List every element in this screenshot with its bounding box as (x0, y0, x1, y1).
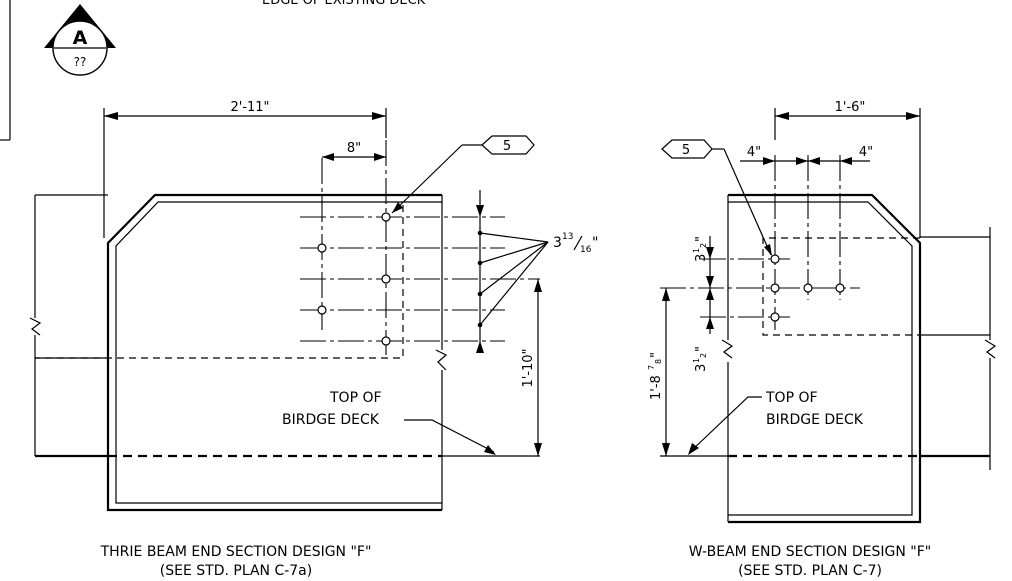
wbeam-bolt-hole (770, 312, 780, 322)
arrowhead (662, 288, 670, 301)
thrie-leader (479, 241, 549, 264)
arrowhead (906, 112, 920, 120)
wbeam-lower-inch-mark: " (694, 346, 709, 352)
thrie-leader (479, 241, 549, 326)
wbeam-callout-leader (723, 148, 772, 256)
wbeam-lower-spacing-den: 2 (699, 353, 708, 358)
wbeam-upper-spacing-num: 1 (692, 248, 701, 253)
wbeam-bolt-hole (803, 283, 813, 293)
thrie-callout-tag[interactable] (481, 135, 535, 155)
thrie-dim-vertical-label: 1'-10" (521, 348, 536, 387)
wbeam-dim-spacing-right-label: 4" (859, 145, 873, 160)
thrie-beam-break-right (435, 349, 448, 371)
wbeam-inner-outline (728, 201, 913, 516)
wbeam-upper-inch-mark: " (694, 236, 709, 242)
wbeam-deck-leader (689, 396, 762, 453)
section-letter: A (73, 27, 88, 49)
arrowhead (322, 153, 334, 161)
arrowhead (796, 157, 808, 165)
arrowhead (662, 443, 670, 456)
thrie-callout-leader (391, 144, 463, 214)
arrowhead (706, 317, 714, 329)
wbeam-lower-spacing-label: 3 1 2 " (692, 346, 709, 372)
wbeam-lower-spacing-num: 1 (692, 358, 701, 363)
thrie-callout-number: 5 (503, 139, 511, 154)
thrie-deck-label-line2: BIRDGE DECK (282, 412, 380, 428)
w-beam-detail: 1'-6" 4" 4" 5 3 1 2 " 3 1 2 " (647, 100, 997, 579)
wbeam-caption-ref: (SEE STD. PLAN C-7) (738, 563, 882, 579)
thrie-inch-mark: " (592, 235, 598, 251)
wbeam-break-right (984, 339, 997, 359)
thrie-caption-ref: (SEE STD. PLAN C-7a) (160, 563, 312, 579)
wbeam-deck-label-line1: TOP OF (765, 390, 818, 406)
arrowhead (706, 276, 714, 288)
thrie-hole-spacing-den: 16 (580, 245, 592, 255)
wbeam-vertical-inch-mark: " (649, 352, 664, 358)
section-ref: ?? (74, 55, 87, 69)
wbeam-caption-title: W-BEAM END SECTION DESIGN "F" (689, 544, 931, 560)
wbeam-dim-width-label: 1'-6" (835, 100, 866, 115)
wbeam-upper-spacing-den: 2 (699, 243, 708, 248)
thrie-fraction-slash (573, 235, 583, 251)
thrie-bolt-hole (381, 336, 391, 346)
wbeam-lower-spacing-whole: 3 (694, 364, 709, 372)
arrowhead (808, 157, 820, 165)
arrowhead (688, 443, 699, 455)
thrie-caption-title: THRIE BEAM END SECTION DESIGN "F" (100, 544, 372, 560)
section-marker[interactable]: A ?? (44, 4, 116, 76)
wbeam-bolt-hole (770, 254, 780, 264)
thrie-beam-outer-outline (106, 193, 442, 512)
wbeam-vertical-label: 1'-8 7 8 " (647, 352, 664, 400)
thrie-bolt-hole (381, 274, 391, 284)
arrowhead (104, 112, 118, 120)
arrowhead (476, 341, 484, 353)
thrie-leader (479, 232, 549, 243)
thrie-bolt-hole (381, 212, 391, 222)
wbeam-vertical-num: 7 (647, 365, 656, 370)
arrowhead (374, 153, 386, 161)
thrie-hole-spacing-num: 13 (562, 232, 573, 242)
wbeam-upper-spacing-whole: 3 (694, 254, 709, 262)
wbeam-deck-label-line2: BIRDGE DECK (766, 412, 864, 428)
arrowhead (706, 247, 714, 259)
wbeam-callout-number: 5 (682, 143, 690, 158)
edge-of-deck-note: EDGE OF EXISTING DECK (262, 0, 426, 8)
arrowhead (763, 157, 775, 165)
wbeam-outer-outline (728, 193, 922, 524)
wbeam-break-left (721, 339, 734, 359)
arrowhead (706, 288, 714, 300)
wbeam-bolt-hole (770, 283, 780, 293)
wbeam-dim-spacing-left-label: 4" (747, 145, 761, 160)
thrie-dim-spacing-label: 8" (347, 141, 361, 156)
arrowhead (476, 205, 484, 217)
thrie-leader (479, 241, 549, 295)
thrie-dim-width-label: 2'-11" (230, 100, 269, 115)
arrowhead (764, 244, 772, 256)
arrowhead (372, 112, 386, 120)
thrie-break-left (29, 317, 42, 336)
thrie-bolt-hole (317, 305, 327, 315)
wbeam-vertical-whole: 1'-8 (649, 375, 664, 400)
arrowhead (484, 445, 496, 455)
wbeam-vertical-den: 8 (654, 359, 663, 364)
thrie-beam-inner-outline (115, 201, 442, 504)
arrowhead (534, 279, 542, 292)
wbeam-plate-hidden-edge (762, 237, 920, 336)
thrie-deck-leader (404, 419, 495, 453)
arrowhead (775, 112, 789, 120)
thrie-hole-spacing-whole: 3 (553, 235, 562, 251)
arrowhead (392, 202, 403, 213)
thrie-beam-detail: 2'-11" 8" 3 13 16 " 1'-10" 5 (29, 100, 598, 579)
thrie-deck-label-line1: TOP OF (329, 390, 382, 406)
thrie-plate-hidden-edge (35, 205, 404, 359)
wbeam-upper-spacing-label: 3 1 2 " (692, 236, 709, 262)
header-area: EDGE OF EXISTING DECK (0, 0, 426, 141)
wbeam-bolt-hole (835, 283, 845, 293)
thrie-bolt-hole (317, 243, 327, 253)
arrowhead (840, 157, 852, 165)
arrowhead (534, 443, 542, 456)
